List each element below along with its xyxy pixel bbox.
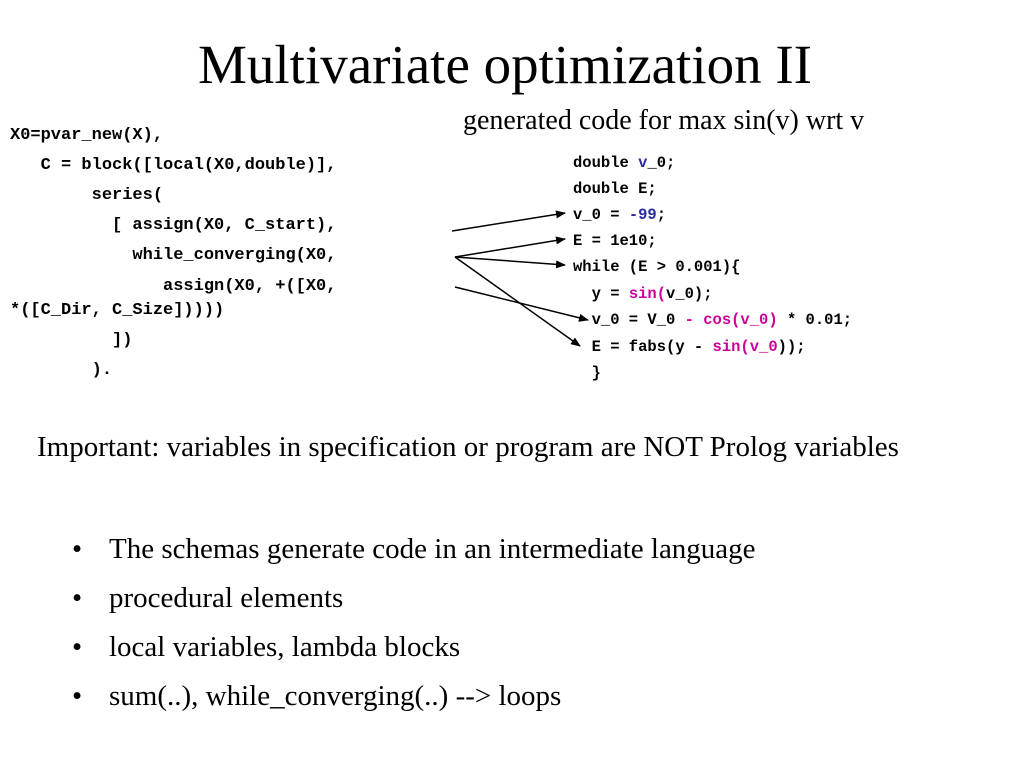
spec-code-line: X0=pvar_new(X), bbox=[10, 126, 164, 145]
bullet-dot: • bbox=[72, 680, 83, 712]
bullet-dot: • bbox=[72, 533, 83, 565]
bullet-text: procedural elements bbox=[109, 582, 344, 614]
bullet-dot: • bbox=[72, 631, 83, 663]
arrow-while-to-convergence bbox=[454, 256, 581, 347]
code-text: _0; bbox=[647, 154, 676, 172]
arrow-while-to-loop bbox=[454, 256, 566, 269]
generated-code-line: y = sin(v_0); bbox=[573, 284, 713, 304]
spec-code-line: ). bbox=[10, 361, 113, 380]
specification-code-block: X0=pvar_new(X), C = block([local(X0,doub… bbox=[10, 0, 470, 400]
bullet-text: local variables, lambda blocks bbox=[109, 631, 461, 663]
generated-code-line: double v_0; bbox=[573, 153, 675, 173]
code-text: v_0); bbox=[666, 285, 713, 303]
generated-code-block: double v_0; double E; v_0 = -99; E = 1e1… bbox=[573, 0, 993, 400]
spec-code-line: while_converging(X0, bbox=[10, 246, 337, 265]
generated-code-line: while (E > 0.001){ bbox=[573, 258, 741, 276]
code-text: E = fabs(y - bbox=[573, 338, 713, 356]
bullet-dot: • bbox=[72, 582, 83, 614]
spec-code-line: ]) bbox=[10, 331, 133, 350]
code-text: y = bbox=[573, 285, 629, 303]
arrow-assign-to-init bbox=[451, 210, 566, 232]
generated-code-line: } bbox=[573, 364, 601, 382]
code-text: )); bbox=[777, 338, 806, 356]
slide-subtitle: generated code for max sin(v) wrt v bbox=[463, 105, 865, 136]
generated-code-line: E = fabs(y - sin(v_0)); bbox=[573, 337, 806, 357]
bullet-text: The schemas generate code in an intermed… bbox=[109, 533, 756, 565]
code-text: double bbox=[573, 154, 639, 172]
code-text: ; bbox=[656, 206, 667, 224]
code-text: * 0.01; bbox=[777, 311, 853, 329]
arrow-assign-to-update bbox=[454, 286, 589, 322]
code-variable: v bbox=[638, 154, 648, 172]
spec-code-line: *([C_Dir, C_Size])))) bbox=[10, 301, 225, 320]
bullet-text: sum(..), while_converging(..) --> loops bbox=[109, 680, 562, 712]
code-function: - cos(v_0) bbox=[684, 311, 778, 329]
code-function: sin(v_0 bbox=[712, 338, 778, 356]
arrow-while-to-e-init bbox=[454, 236, 566, 258]
spec-code-line: [ assign(X0, C_start), bbox=[10, 216, 337, 235]
generated-code-line: double E; bbox=[573, 180, 657, 198]
generated-code-line: E = 1e10; bbox=[573, 232, 657, 250]
generated-code-line: v_0 = -99; bbox=[573, 205, 666, 225]
spec-code-line: series( bbox=[10, 186, 164, 205]
spec-code-line: C = block([local(X0,double)], bbox=[10, 156, 337, 175]
important-note: Important: variables in specification or… bbox=[37, 431, 899, 463]
generated-code-line: v_0 = V_0 - cos(v_0) * 0.01; bbox=[573, 310, 852, 330]
code-text: v_0 = V_0 bbox=[573, 311, 685, 329]
code-function: sin( bbox=[628, 285, 667, 303]
slide-title: Multivariate optimization II bbox=[198, 34, 812, 95]
spec-code-line: assign(X0, +([X0, bbox=[10, 277, 337, 296]
code-text: v_0 = bbox=[573, 206, 629, 224]
code-constant: -99 bbox=[628, 206, 657, 224]
